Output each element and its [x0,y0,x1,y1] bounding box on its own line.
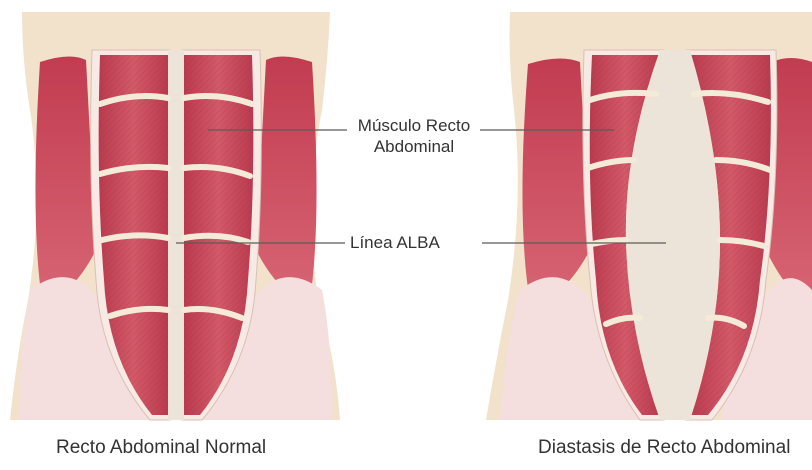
normal-linea-alba [168,50,184,420]
caption-diastasis: Diastasis de Recto Abdominal [538,437,790,459]
muscle-label: Músculo Recto Abdominal [352,115,476,157]
normal-left-oblique [35,56,96,300]
diastasis-left-oblique [522,58,590,302]
muscle-label-line2: Abdominal [352,136,476,157]
linea-alba-label: Línea ALBA [350,232,440,253]
diastasis-torso [486,12,812,420]
normal-torso [10,12,340,420]
normal-right-oblique [256,56,317,300]
muscle-label-line1: Músculo Recto [352,115,476,136]
caption-normal: Recto Abdominal Normal [56,437,266,459]
